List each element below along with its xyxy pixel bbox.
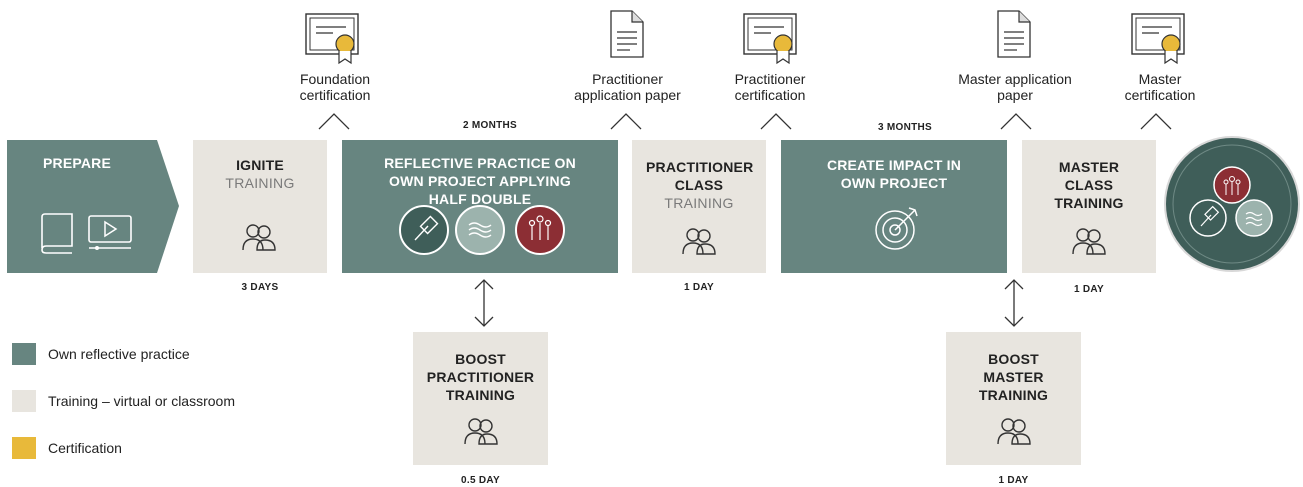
practitioner-paper-label: Practitioner application paper: [574, 71, 681, 103]
chevron-up-icon: [760, 112, 792, 130]
certificate-icon: [1131, 13, 1187, 65]
master-paper-label: Master application paper: [958, 71, 1072, 103]
people-icon: [996, 416, 1032, 446]
practitioner-duration: 1 DAY: [683, 282, 715, 293]
master-duration: 1 DAY: [1073, 284, 1105, 295]
ignite-duration: 3 DAYS: [241, 282, 279, 293]
duration-2-months: 2 MONTHS: [462, 120, 518, 131]
document-icon: [997, 10, 1031, 58]
duration-3-months: 3 MONTHS: [877, 122, 933, 133]
legend-label-certification: Certification: [48, 440, 122, 456]
double-arrow-icon: [472, 278, 496, 328]
people-icon: [463, 416, 499, 446]
chevron-up-icon: [610, 112, 642, 130]
chevron-up-icon: [318, 112, 350, 130]
practitioner-subtitle: TRAINING: [664, 195, 734, 211]
impact-title: CREATE IMPACT IN OWN PROJECT: [826, 157, 962, 191]
boost-master-step: BOOST MASTER TRAINING: [946, 332, 1081, 465]
half-double-emblem: [1163, 135, 1301, 273]
boost-practitioner-duration: 0.5 DAY: [461, 475, 500, 486]
legend-swatch-certification: [12, 437, 36, 459]
legend-swatch-reflective: [12, 343, 36, 365]
foundation-cert-label: Foundation certification: [299, 71, 371, 103]
master-title: MASTER CLASS TRAINING: [1054, 159, 1124, 211]
reflective-title: REFLECTIVE PRACTICE ON OWN PROJECT APPLY…: [384, 155, 576, 207]
target-icon: [873, 202, 923, 252]
legend-label-reflective: Own reflective practice: [48, 346, 190, 362]
master-cert-label: Master certification: [1124, 71, 1196, 103]
prepare-title: PREPARE: [42, 155, 112, 171]
ignite-title: IGNITE: [236, 157, 284, 173]
master-class-step: MASTER CLASS TRAINING: [1022, 140, 1156, 273]
people-icon: [241, 222, 277, 252]
boost-practitioner-step: BOOST PRACTITIONER TRAINING: [413, 332, 548, 465]
hammer-circle-icon: [398, 204, 450, 256]
legend-label-training: Training – virtual or classroom: [48, 393, 235, 409]
create-impact-step: CREATE IMPACT IN OWN PROJECT: [781, 140, 1007, 273]
certificate-icon: [743, 13, 799, 65]
ignite-step: IGNITE TRAINING: [193, 140, 327, 273]
prepare-step: PREPARE: [7, 140, 179, 273]
boost-practitioner-title: BOOST PRACTITIONER TRAINING: [426, 351, 535, 403]
legend-swatch-training: [12, 390, 36, 412]
book-icon: [39, 212, 75, 254]
people-icon: [1071, 226, 1107, 256]
ignite-subtitle: TRAINING: [225, 175, 295, 191]
video-icon: [87, 214, 133, 250]
chevron-up-icon: [1000, 112, 1032, 130]
waves-circle-icon: [454, 204, 506, 256]
boost-master-duration: 1 DAY: [998, 475, 1029, 486]
double-arrow-icon: [1002, 278, 1026, 328]
practitioner-cert-label: Practitioner certification: [734, 71, 806, 103]
chevron-up-icon: [1140, 112, 1172, 130]
boost-master-title: BOOST MASTER TRAINING: [978, 351, 1049, 403]
practitioner-class-step: PRACTITIONER CLASS TRAINING: [632, 140, 766, 273]
practitioner-title: PRACTITIONER CLASS: [646, 159, 754, 193]
team-circle-icon: [514, 204, 566, 256]
people-icon: [681, 226, 717, 256]
reflective-practice-step: REFLECTIVE PRACTICE ON OWN PROJECT APPLY…: [342, 140, 618, 273]
certificate-icon: [305, 13, 361, 65]
document-icon: [610, 10, 644, 58]
